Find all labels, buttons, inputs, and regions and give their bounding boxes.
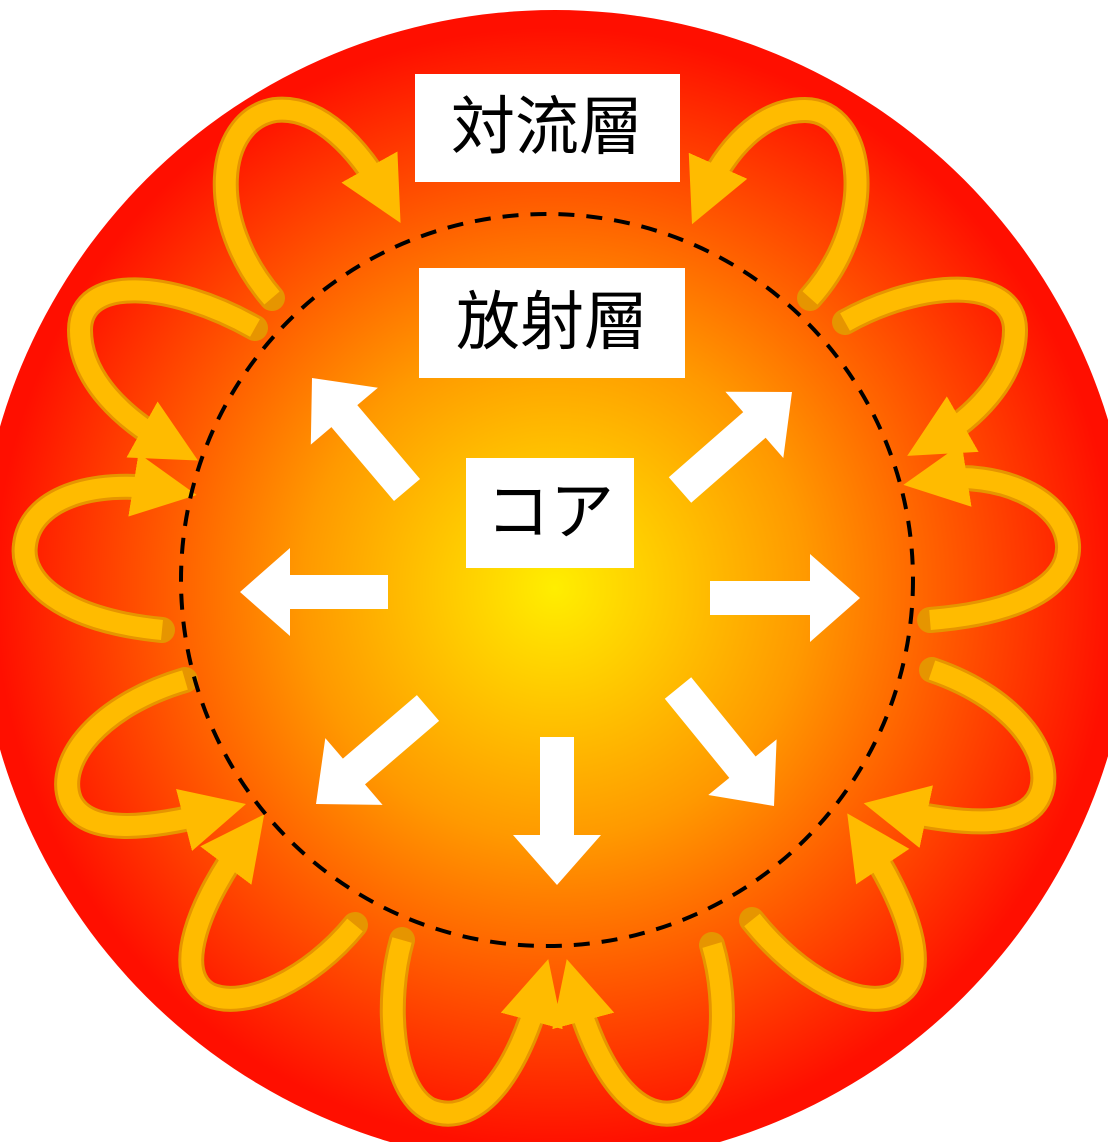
core-label-box — [466, 458, 634, 568]
curved-loop-arrow-9-icon — [181, 814, 363, 1009]
radiation-arrow-4-icon — [710, 554, 860, 642]
radiation-arrow-5-icon — [316, 695, 440, 805]
curved-loop-arrow-11-icon — [382, 937, 563, 1124]
radiative-zone-label: 放射層 — [419, 268, 685, 378]
convection-zone-label-text: 対流層 — [451, 91, 643, 165]
radiative-zone-boundary — [179, 212, 915, 948]
curved-loop-arrow-4-icon — [840, 279, 1026, 456]
convection-zone-label-box — [415, 74, 680, 182]
curved-loop-arrow-8-icon — [863, 660, 1054, 848]
radiation-arrow-6-icon — [664, 677, 777, 806]
radiative-zone-label-text: 放射層 — [456, 286, 648, 360]
core-label-text: コア — [486, 476, 614, 550]
curved-loop-arrow-5-icon — [14, 453, 197, 640]
curved-loop-arrow-7-icon — [57, 670, 246, 851]
curved-loop-arrow-12-icon — [552, 942, 732, 1124]
curved-loop-arrow-10-icon — [744, 813, 924, 1009]
curved-loop-arrow-3-icon — [69, 280, 260, 461]
radiation-arrows — [240, 378, 860, 885]
core-label: コア — [466, 458, 634, 568]
radiation-arrow-1-icon — [310, 378, 420, 501]
curved-loop-arrow-6-icon — [903, 443, 1079, 630]
convection-loops — [11, 96, 1081, 1127]
radiation-arrow-3-icon — [240, 548, 388, 636]
radiation-arrow-7-icon — [513, 737, 601, 885]
curved-loop-arrow-2-icon — [688, 99, 867, 305]
radiation-arrow-2-icon — [668, 391, 792, 503]
convection-zone-label: 対流層 — [415, 74, 680, 182]
curved-loop-arrow-1-icon — [215, 99, 401, 305]
radiative-zone-label-box — [419, 268, 685, 378]
